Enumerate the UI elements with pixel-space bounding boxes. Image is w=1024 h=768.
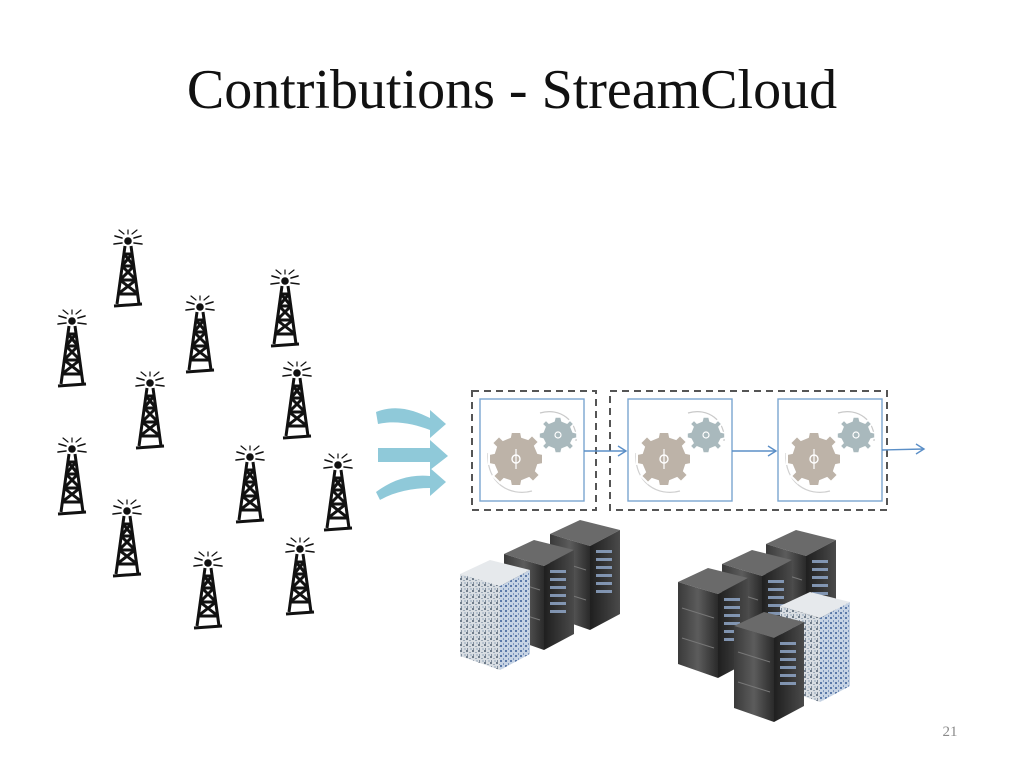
radio-towers — [56, 228, 354, 630]
radio-tower-icon — [184, 294, 216, 374]
stream-arrow-icon — [378, 440, 448, 470]
radio-tower-icon — [192, 550, 224, 630]
radio-tower-icon — [269, 268, 301, 348]
radio-tower-icon — [111, 498, 143, 578]
server-cluster-2 — [677, 529, 850, 723]
radio-tower-icon — [134, 370, 166, 450]
operator-box — [778, 399, 882, 501]
radio-tower-icon — [284, 536, 316, 616]
radio-tower-icon — [56, 308, 88, 388]
server-icon — [460, 560, 530, 670]
stream-arrow-icon — [376, 408, 446, 438]
server-icon — [733, 611, 805, 723]
server-cluster-1 — [460, 519, 621, 670]
slide-title: Contributions - StreamCloud — [186, 59, 838, 121]
radio-tower-icon — [234, 444, 266, 524]
stream-arrow-icon — [376, 468, 446, 500]
radio-tower-icon — [112, 228, 144, 308]
input-stream-arrows — [376, 408, 448, 500]
operator-connectors — [584, 443, 926, 457]
radio-tower-icon — [281, 360, 313, 440]
output-arrow-icon — [881, 448, 925, 451]
radio-tower-icon — [322, 452, 354, 532]
radio-tower-icon — [56, 436, 88, 516]
operator-box — [480, 399, 584, 501]
page-number: 21 — [942, 724, 958, 740]
operator-box — [628, 399, 732, 501]
